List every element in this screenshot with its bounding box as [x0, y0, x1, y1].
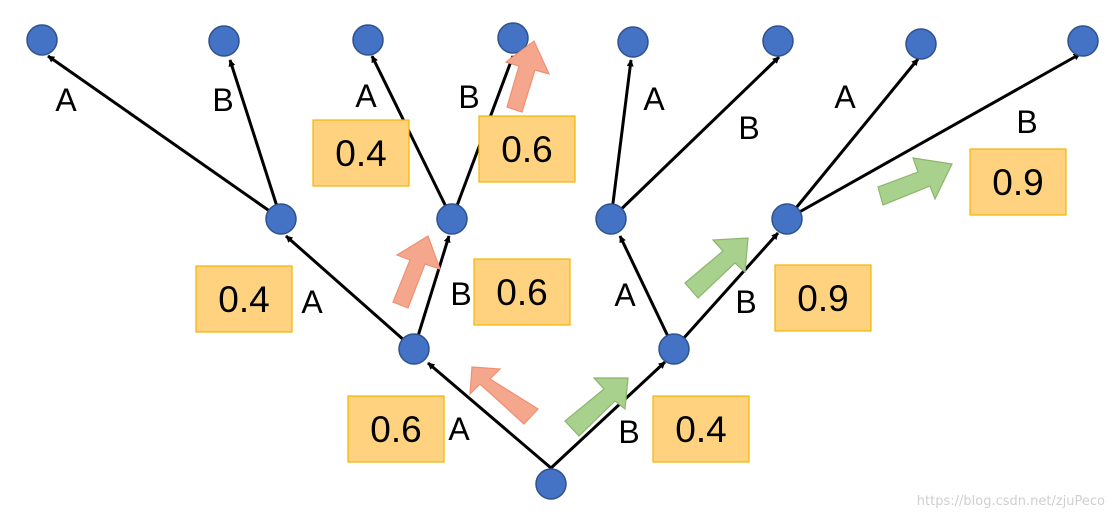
node-l1-b: [658, 333, 690, 365]
node-leaf-bba: [905, 28, 937, 60]
edge-label: B: [738, 110, 759, 146]
node-leaf-aab: [208, 25, 240, 57]
probability-box-bg: [774, 264, 872, 332]
green-block-arrow-icon: [877, 157, 953, 206]
probability-box-bg: [195, 265, 293, 333]
edge-l1b-b: [672, 231, 780, 351]
node-l2-aa: [265, 203, 297, 235]
edge-label: B: [735, 284, 756, 320]
edge-l2aa-b: [228, 59, 283, 220]
edge-label: B: [212, 82, 233, 118]
red-block-arrow-icon: [392, 235, 441, 309]
edge-label: B: [450, 276, 471, 312]
probability-box-bg: [478, 115, 576, 183]
edge-l2ba-b: [609, 55, 781, 221]
node-l1-a: [398, 333, 430, 365]
probability-box: 0.6: [478, 115, 576, 183]
edge-root-b: [549, 360, 667, 470]
edge-l1a-b: [412, 235, 451, 350]
probability-value: 0.6: [370, 409, 421, 450]
probability-box: 0.4: [312, 119, 410, 187]
probability-value: 0.6: [501, 129, 552, 170]
probability-value: 0.4: [675, 409, 726, 450]
edge-l2bb-b: [786, 52, 1081, 221]
probability-box: 0.4: [652, 395, 750, 463]
edge-label: A: [614, 277, 636, 313]
watermark: https://blog.csdn.net/zjuPeco: [917, 494, 1105, 509]
node-leaf-bbb: [1067, 25, 1099, 57]
tree-edges: [47, 52, 1081, 470]
edge-l1b-a: [618, 235, 676, 350]
node-leaf-aaa: [26, 24, 58, 56]
probability-box: 0.9: [969, 148, 1067, 216]
node-l2-ab: [436, 203, 468, 235]
edge-label: A: [643, 81, 665, 117]
probability-box-bg: [969, 148, 1067, 216]
node-leaf-baa: [617, 26, 649, 58]
probability-box-bg: [312, 119, 410, 187]
probability-value: 0.4: [218, 279, 269, 320]
edge-label: B: [1016, 104, 1037, 140]
edge-l2aa-a: [47, 54, 282, 221]
green-block-arrow-icon: [684, 237, 749, 299]
edge-l1a-a: [285, 234, 415, 351]
node-l2-ba: [595, 203, 627, 235]
edge-label: A: [448, 411, 470, 447]
green-block-arrow-icon: [564, 377, 629, 437]
probability-box: 0.6: [347, 395, 445, 463]
edge-label: A: [301, 284, 323, 320]
probability-box-bg: [347, 395, 445, 463]
probability-value: 0.6: [496, 272, 547, 313]
probability-box: 0.4: [195, 265, 293, 333]
probability-box: 0.9: [774, 264, 872, 332]
edge-l2bb-a: [785, 58, 920, 220]
edge-label: B: [618, 414, 639, 450]
edge-root-a: [427, 361, 552, 470]
direction-arrows: [392, 40, 953, 437]
edge-l2ba-a: [609, 59, 634, 220]
edge-label: A: [55, 82, 77, 118]
node-leaf-abb: [497, 22, 529, 54]
node-l2-bb: [771, 203, 803, 235]
probability-box-bg: [473, 258, 571, 326]
probability-box-bg: [652, 395, 750, 463]
probability-value: 0.4: [335, 133, 386, 174]
tree-nodes: [26, 22, 1099, 500]
node-leaf-bab: [762, 25, 794, 57]
edge-label: B: [458, 79, 479, 115]
edge-label: A: [834, 79, 856, 115]
node-leaf-aba: [352, 24, 384, 56]
probability-value: 0.9: [797, 278, 848, 319]
red-block-arrow-icon: [469, 366, 539, 425]
node-root: [535, 468, 567, 500]
probability-box: 0.6: [473, 258, 571, 326]
red-block-arrow-icon: [504, 40, 551, 113]
edge-label: A: [355, 78, 377, 114]
probability-value: 0.9: [992, 162, 1043, 203]
edge-labels: A B A B A B A B A B A B A B: [55, 78, 1037, 450]
probability-boxes: 0.6 0.4 0.4 0.6 0.9 0.4 0.6 0.9: [195, 115, 1067, 463]
edge-l2ab-a: [370, 55, 454, 220]
